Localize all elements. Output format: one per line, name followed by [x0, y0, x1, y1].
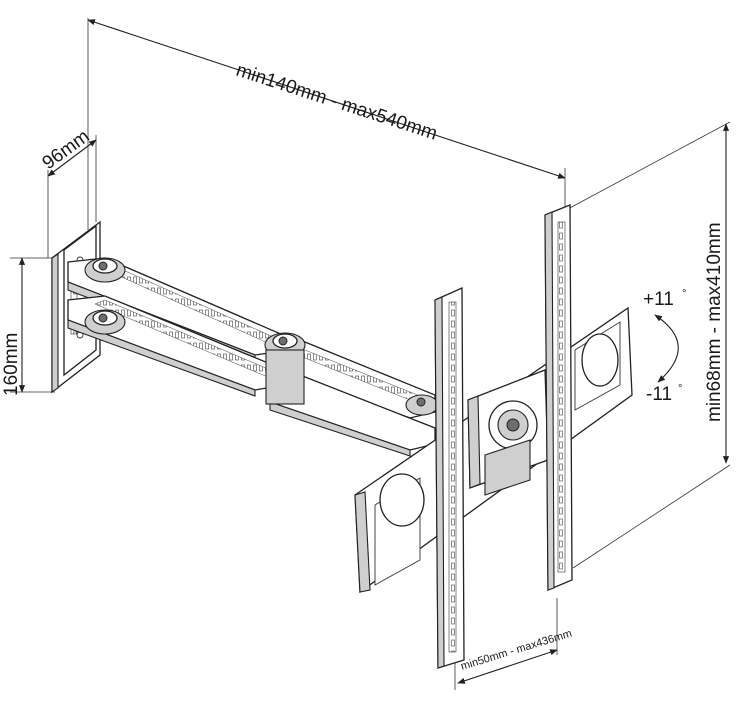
tilt-range-indicator	[654, 314, 679, 383]
arm-extension-label: min140mm - max540mm	[233, 60, 439, 145]
right-vertical-bracket	[544, 204, 573, 591]
tilt-up-degree: °	[682, 288, 686, 300]
depth-dimension-line	[47, 139, 97, 177]
wall-plate-height-label: 160mm	[1, 333, 22, 396]
lower-arm	[269, 339, 436, 457]
tilt-down-label: -11	[646, 384, 672, 405]
tilt-down-degree: °	[678, 383, 682, 395]
vertical-spacing-label: min68mm - max410mm	[704, 222, 725, 422]
tilt-labels: +11 ° -11 °	[643, 288, 686, 405]
tilt-head	[467, 369, 549, 496]
arm-pivots	[84, 257, 439, 416]
horizontal-spacing-dimension-line	[457, 649, 558, 684]
left-vertical-bracket	[434, 287, 465, 669]
dimension-lines	[18, 19, 730, 684]
depth-label: 96mm	[39, 126, 94, 174]
tilt-up-label: +11	[643, 289, 674, 310]
arm-extension-dimension-line	[87, 19, 566, 179]
